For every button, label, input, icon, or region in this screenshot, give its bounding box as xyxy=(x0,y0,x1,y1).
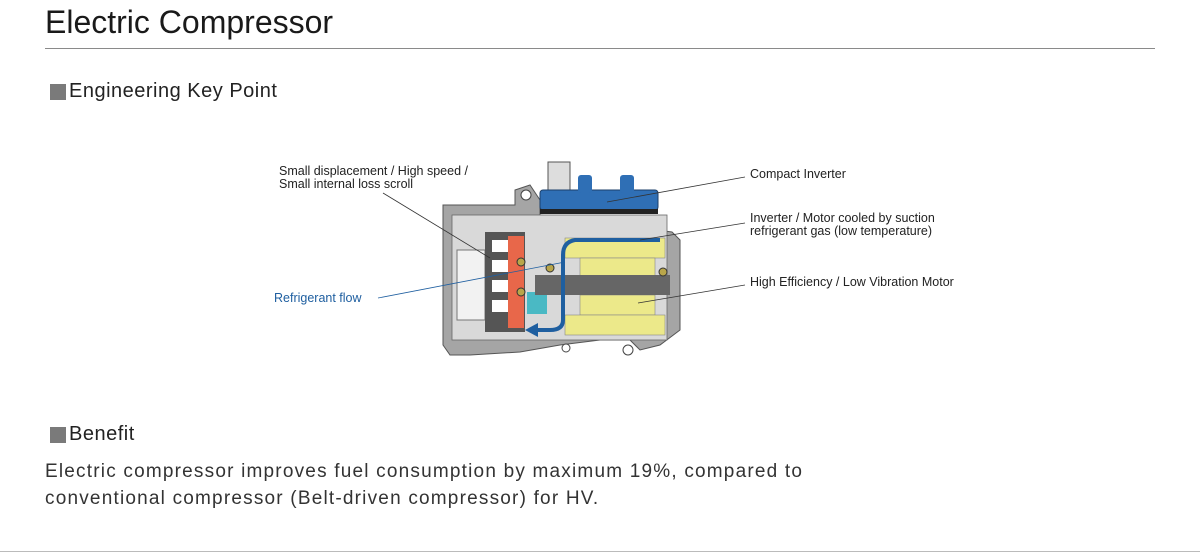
label-cooling-line1: Inverter / Motor cooled by suction xyxy=(750,211,935,225)
label-scroll-line1: Small displacement / High speed / xyxy=(279,164,468,178)
benefit-line2: conventional compressor (Belt-driven com… xyxy=(45,488,600,509)
label-motor: High Efficiency / Low Vibration Motor xyxy=(750,275,954,289)
arrowhead-icon xyxy=(525,323,538,337)
title-divider xyxy=(45,48,1155,49)
square-bullet-icon xyxy=(50,83,66,100)
label-cooling: Inverter / Motor cooled by suction refri… xyxy=(750,212,935,238)
section-heading-benefit: Benefit xyxy=(50,423,135,446)
benefit-line1: Electric compressor improves fuel consum… xyxy=(45,461,804,482)
section-label: Benefit xyxy=(69,423,135,445)
page-title: Electric Compressor xyxy=(45,4,334,40)
label-inverter: Compact Inverter xyxy=(750,167,846,181)
scroll-mechanism xyxy=(485,232,547,332)
bottom-divider xyxy=(0,551,1200,552)
section-label: Engineering Key Point xyxy=(69,80,278,102)
label-cooling-line2: refrigerant gas (low temperature) xyxy=(750,224,933,238)
label-scroll: Small displacement / High speed / Small … xyxy=(279,165,468,191)
leader-lines xyxy=(377,176,746,304)
refrigerant-flow-arrow xyxy=(535,238,660,332)
motor xyxy=(516,237,670,336)
benefit-text: Electric compressor improves fuel consum… xyxy=(45,458,1045,512)
label-scroll-line2: Small internal loss scroll xyxy=(279,177,414,191)
label-refrigerant-flow: Refrigerant flow xyxy=(274,291,362,305)
section-heading-key-point: Engineering Key Point xyxy=(50,80,277,103)
inverter xyxy=(539,161,659,214)
square-bullet-icon xyxy=(50,426,66,443)
